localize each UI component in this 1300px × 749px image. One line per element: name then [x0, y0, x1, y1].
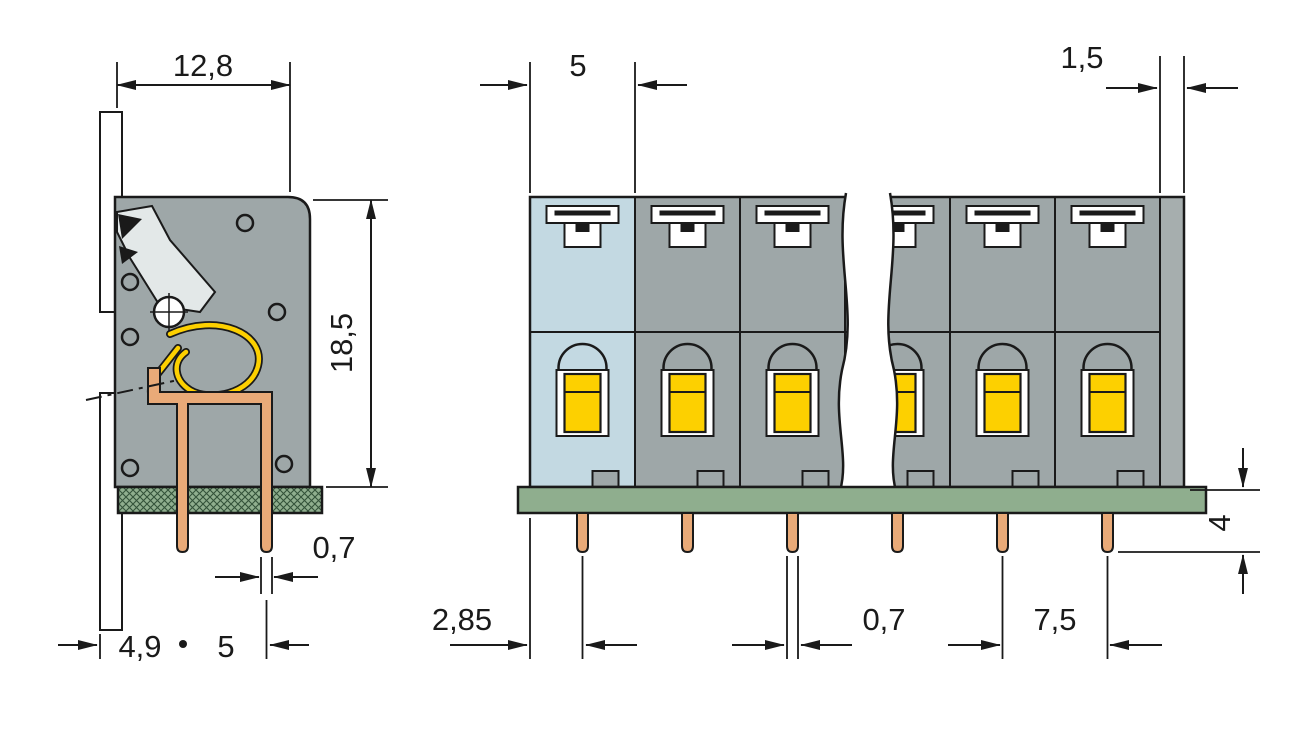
dim-pin-width-side: 0,7	[215, 530, 356, 594]
dim-label-edge-to-pin: 2,85	[432, 602, 492, 637]
phantom-line	[85, 379, 179, 401]
dim-body-width: 12,8	[116, 48, 291, 192]
dim-label-pin-width-side: 0,7	[312, 530, 355, 565]
release-lever	[116, 204, 217, 314]
dim-end-plate: 1,5	[1060, 40, 1238, 193]
dim-pole-pitch: 5	[480, 48, 687, 193]
dim-label-wall-to-pin: 4,9	[118, 629, 161, 664]
end-plate	[1160, 197, 1184, 487]
dim-label-end-plate: 1,5	[1060, 40, 1103, 75]
pin-center-dot	[179, 640, 187, 648]
dim-pin-protrusion: 4	[1118, 448, 1260, 594]
pcb-side	[116, 485, 324, 515]
dim-label-pole-pitch: 5	[569, 48, 586, 83]
dim-pin-span: 7,5	[948, 556, 1162, 659]
dim-body-height: 18,5	[313, 199, 388, 488]
dim-label-pin-width-front: 0,7	[862, 602, 905, 637]
dim-label-pin-pitch-side: 5	[217, 629, 234, 664]
dim-edge-to-pin: 2,85	[432, 518, 637, 659]
dim-label-body-height: 18,5	[324, 313, 359, 373]
solder-pins-front	[576, 512, 1114, 554]
dim-pin-width-front: 0,7	[732, 556, 906, 659]
front-view: 5 1,5 2,85 0,7	[432, 40, 1260, 659]
pcb-front	[516, 485, 1208, 515]
dim-label-body-width: 12,8	[173, 48, 233, 83]
dim-label-pin-protrusion: 4	[1202, 514, 1237, 531]
break-symbol	[837, 192, 899, 492]
busbar-and-pins	[147, 367, 273, 554]
pivot-crosshair	[150, 293, 188, 331]
dim-wall-to-pin-and-pitch: 4,9 5	[58, 600, 309, 664]
housing-holes	[120, 213, 294, 478]
dim-label-pin-span: 7,5	[1033, 602, 1076, 637]
side-view: 12,8 18,5 0,7 4,9 5	[58, 48, 388, 664]
